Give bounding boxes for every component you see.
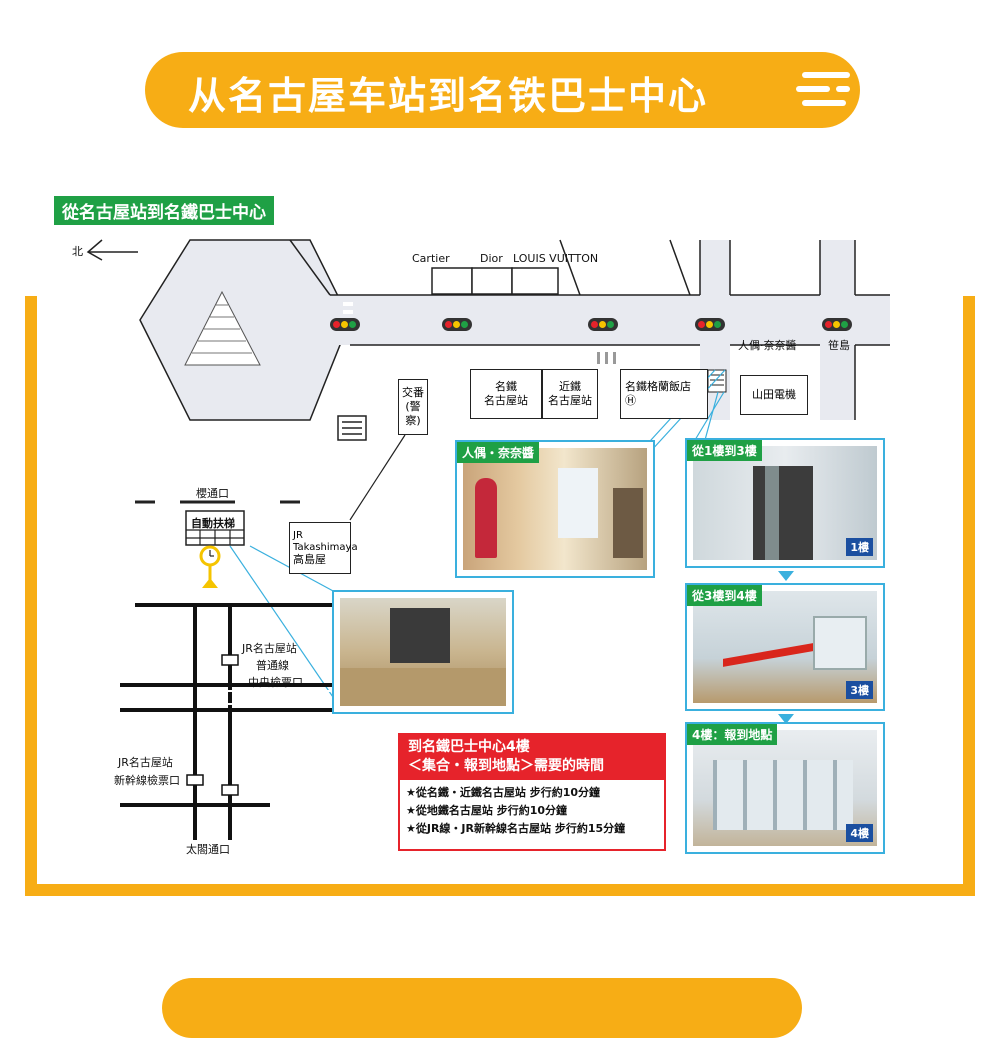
stairs-icon — [337, 415, 367, 441]
photo-1f-to-3f-tag: 從1樓到3樓 — [687, 440, 762, 461]
walking-time-line: ★從JR線・JR新幹線名古屋站 步行約15分鐘 — [406, 822, 626, 835]
photo-1f-to-3f: 從1樓到3樓 1樓 — [685, 438, 885, 568]
sasashima-label: 笹島 — [828, 339, 850, 352]
north-label: 北 — [72, 245, 83, 258]
golden-clock-icon — [199, 545, 221, 588]
shop-cartier: Cartier — [412, 252, 450, 265]
traffic-light-icon — [588, 318, 618, 331]
plaza-hexagon — [139, 239, 351, 421]
sakura-gate-label: 櫻通口 — [196, 487, 229, 500]
escalator-icon — [707, 369, 727, 393]
menu-lines-icon — [796, 72, 850, 106]
floor-badge-1f: 1樓 — [846, 538, 873, 556]
traffic-light-icon — [442, 318, 472, 331]
taiko-gate-label: 太閤通口 — [186, 843, 230, 856]
page-title: 从名古屋车站到名铁巴士中心 — [188, 74, 709, 118]
kintetsu-station-box: 近鐵名古屋站 — [542, 369, 598, 419]
floor-badge-4f: 4樓 — [846, 824, 873, 842]
next-section-banner — [162, 978, 802, 1038]
floor-badge-3f: 3樓 — [846, 681, 873, 699]
escalator-label: 自動扶梯 — [191, 517, 235, 530]
photo-4f-checkin: 4樓：報到地點 4樓 — [685, 722, 885, 854]
jr-local-label: JR名古屋站 普通線 中央檢票口 — [242, 642, 303, 689]
walking-time-line: ★從地鐵名古屋站 步行約10分鐘 — [406, 804, 567, 817]
shop-dior: Dior — [480, 252, 503, 265]
walking-time-box: 到名鐵巴士中心4樓 ＜集合・報到地點＞需要的時間 ★從名鐵・近鐵名古屋站 步行約… — [398, 733, 666, 851]
walking-time-header: 到名鐵巴士中心4樓 ＜集合・報到地點＞需要的時間 — [400, 735, 664, 780]
traffic-light-icon — [695, 318, 725, 331]
photo-ningyo-tag: 人偶・奈奈醬 — [457, 442, 540, 463]
station-map — [86, 239, 890, 840]
meitetsu-station-box: 名鐵名古屋站 — [470, 369, 542, 419]
photo-3f-to-4f: 從3樓到4樓 3樓 — [685, 583, 885, 711]
walking-time-line: ★從名鐵・近鐵名古屋站 步行約10分鐘 — [406, 786, 600, 799]
north-arrow-icon — [86, 239, 138, 261]
yamada-box: 山田電機 — [740, 375, 808, 415]
ningyo-label: 人偶·奈奈醬 — [738, 339, 797, 352]
ningyo-figure — [475, 478, 497, 558]
photo-3f-to-4f-tag: 從3樓到4樓 — [687, 585, 762, 606]
traffic-light-icon — [330, 318, 360, 331]
photo-escalator-hall — [332, 590, 514, 714]
koban-box: 交番(警察) — [398, 379, 428, 435]
shop-louis-vuitton: LOUIS VUITTON — [513, 252, 599, 265]
top-banner — [145, 52, 860, 128]
photo-ningyo: 人偶・奈奈醬 — [455, 440, 655, 578]
jr-shinkansen-label: JR名古屋站 新幹線檢票口 — [114, 756, 180, 787]
photo-4f-tag: 4樓：報到地點 — [687, 724, 778, 745]
map-heading: 從名古屋站到名鐵巴士中心 — [54, 196, 274, 225]
down-arrow-icon — [778, 714, 794, 724]
traffic-light-icon — [822, 318, 852, 331]
down-arrow-icon — [778, 571, 794, 581]
